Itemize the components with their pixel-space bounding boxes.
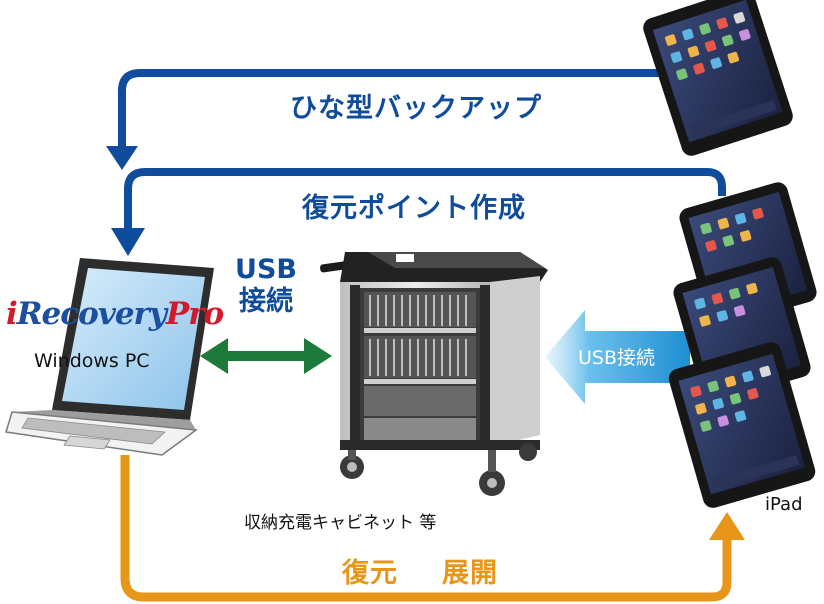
restore-point-flow-arrow xyxy=(124,168,726,232)
charging-cabinet-illustration xyxy=(320,252,548,496)
ipad-caption: iPad xyxy=(765,494,803,515)
restore-point-arrowhead xyxy=(111,228,145,256)
laptop-illustration xyxy=(5,258,214,456)
ipad-stack-front-illustration xyxy=(668,342,816,508)
logo-pro: Pro xyxy=(165,296,224,332)
backup-arrowhead xyxy=(106,146,138,170)
cabinet-caption: 収納充電キャビネット 等 xyxy=(244,513,437,533)
logo-i: i xyxy=(6,296,18,332)
restore-deploy-arrowhead xyxy=(709,512,745,540)
restore-point-label: 復元ポイント作成 xyxy=(302,193,526,224)
usb-ipad-arrow xyxy=(545,310,690,404)
usb-connection-line2: 接続 xyxy=(239,286,293,317)
usb-connection-label: USB 接続 xyxy=(222,254,310,318)
backup-flow-arrow xyxy=(118,69,672,150)
deploy-label: 展開 xyxy=(442,558,498,589)
restore-deploy-flow-arrow xyxy=(120,455,732,602)
irecoverypro-logo: iRecoveryPro xyxy=(6,296,224,332)
usb-double-arrow xyxy=(200,338,332,374)
restore-label: 復元 xyxy=(342,558,398,589)
logo-recovery: Recovery xyxy=(16,296,167,332)
usb-connection-line1: USB xyxy=(235,254,297,285)
windows-pc-caption: Windows PC xyxy=(34,350,150,372)
ipad-top-illustration xyxy=(643,0,793,156)
usb-ipad-label: USB接続 xyxy=(578,347,656,369)
backup-label: ひな型バックアップ xyxy=(290,93,542,124)
